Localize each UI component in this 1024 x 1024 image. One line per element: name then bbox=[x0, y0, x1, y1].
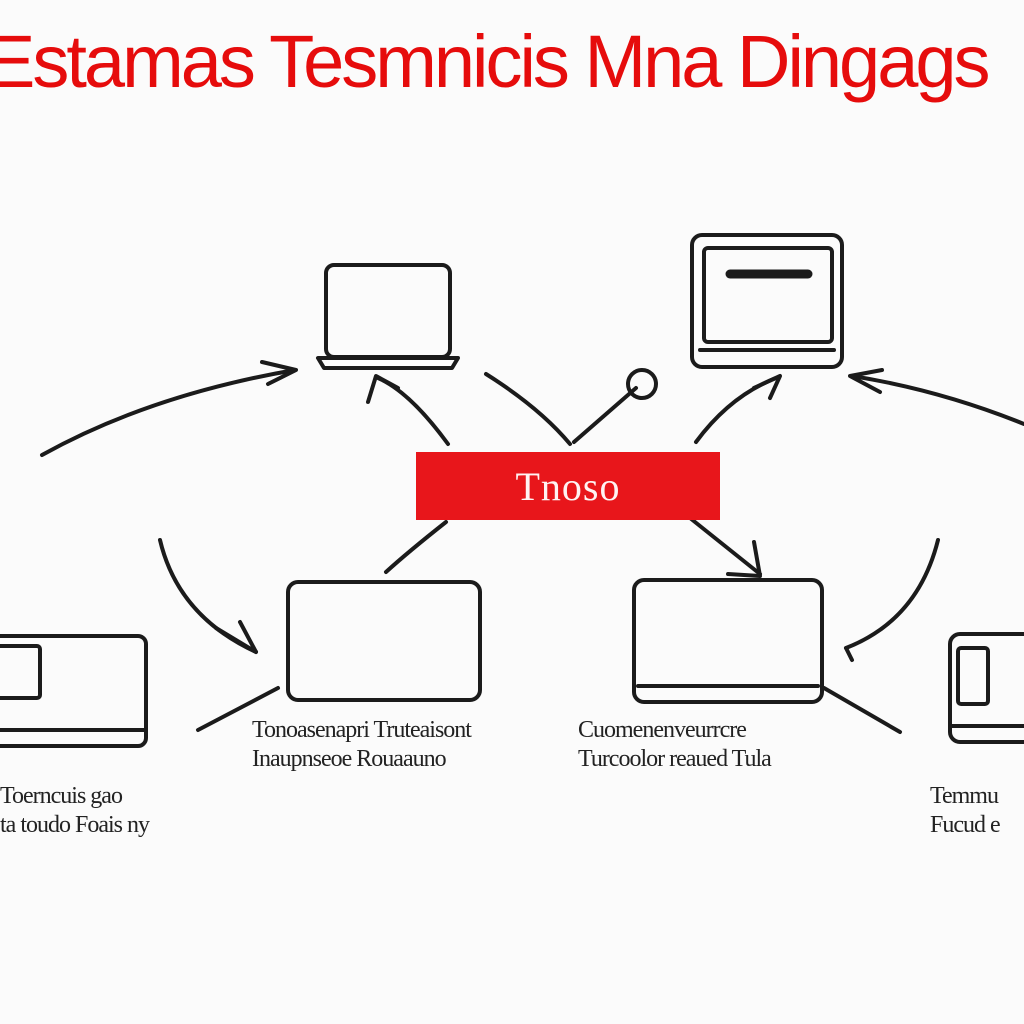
caption-right-edge: Temmu Fucud e bbox=[930, 782, 1001, 840]
caption-line: Tonoasenapri Truteaisont bbox=[252, 717, 472, 743]
monitor-icon bbox=[690, 233, 844, 369]
caption-center-left: Tonoasenapri Truteaisont Inaupnseoe Roua… bbox=[252, 716, 472, 774]
caption-line: Turcoolor reaued Tula bbox=[578, 746, 772, 772]
center-node-label: Tnoso bbox=[515, 463, 621, 509]
arrow-center-to-tablet-left bbox=[384, 520, 448, 574]
arrow-center-to-tablet-right bbox=[688, 516, 762, 578]
tablet-icon bbox=[286, 580, 482, 702]
caption-line: Inaupnseoe Rouaauno bbox=[252, 746, 447, 772]
arrow-center-to-laptop bbox=[366, 374, 450, 446]
caption-left-edge: Toerncuis gao ta toudo Foais ny bbox=[0, 782, 150, 840]
caption-line: Toerncuis gao bbox=[0, 783, 123, 809]
caption-center-right: Cuomenenveurrcre Turcoolor reaued Tula bbox=[578, 716, 772, 774]
arrow-v-left bbox=[484, 372, 572, 446]
diagram-title: Estamas Tesmnicis Mna Dingags bbox=[0, 20, 991, 103]
caption-line: ta toudo Foais ny bbox=[0, 812, 150, 838]
laptop-icon bbox=[948, 632, 1024, 744]
connector-lines bbox=[196, 686, 902, 734]
caption-line: Cuomenenveurrcre bbox=[578, 717, 747, 743]
caption-line: Temmu bbox=[930, 783, 999, 809]
laptop-icon bbox=[0, 634, 148, 748]
arrow-left-to-laptop bbox=[40, 360, 298, 457]
arrow-v-right bbox=[572, 368, 658, 444]
caption-line: Fucud e bbox=[930, 812, 1001, 838]
laptop-icon bbox=[316, 263, 460, 370]
arrow-right-curve-down bbox=[844, 538, 940, 662]
tablet-icon bbox=[632, 578, 824, 704]
center-node: Tnoso bbox=[416, 452, 720, 520]
arrow-left-curve-down bbox=[158, 538, 258, 654]
arrow-right-incoming bbox=[848, 368, 1024, 426]
arrow-center-to-monitor bbox=[694, 374, 782, 444]
